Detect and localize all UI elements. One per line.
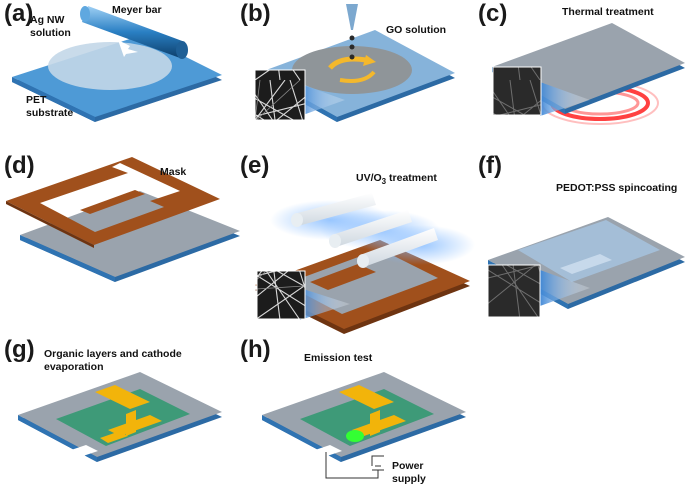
power-supply-circuit — [325, 452, 384, 479]
mask-frame — [6, 157, 220, 248]
rotation-arrow — [328, 56, 367, 70]
pet-substrate-label: PET substrate — [26, 94, 74, 120]
panel-label-d: (d) — [4, 152, 35, 179]
go-solution-label: GO solution — [386, 24, 447, 36]
panel-f-illustration — [487, 217, 685, 318]
panel-label-c: (c) — [478, 0, 508, 27]
sem-inset-f — [487, 264, 541, 318]
meyer-bar-label: Meyer bar — [112, 4, 162, 16]
panel-e-illustration — [255, 193, 475, 334]
ag-nw-solution-puddle — [48, 42, 172, 90]
panel-label-e: (e) — [240, 152, 270, 179]
panel-label-h: (h) — [240, 336, 271, 363]
panel-c-illustration — [492, 23, 685, 125]
pedot-pss-layer — [518, 220, 660, 282]
cathode-strip-1 — [95, 385, 150, 409]
meyer-bar-rod — [80, 6, 188, 59]
anode-contact-h — [312, 445, 342, 457]
panel-b-illustration — [254, 4, 455, 122]
emission-spot — [346, 430, 364, 442]
direction-arrow-a — [118, 40, 138, 57]
mask-label: Mask — [160, 166, 187, 178]
thermal-treatment-label: Thermal treatment — [562, 6, 654, 18]
organic-layers — [56, 389, 190, 446]
panel-label-f: (f) — [478, 152, 502, 179]
anode-contact-g — [68, 445, 98, 457]
panel-d-illustration — [6, 157, 240, 282]
panel-label-b: (b) — [240, 0, 271, 27]
sem-inset-b — [254, 69, 306, 121]
uv-lamps — [291, 193, 438, 268]
uv-ozone-treatment-label: UV/O3 treatment — [356, 172, 437, 187]
panel-label-g: (g) — [4, 336, 35, 363]
panel-h-illustration — [262, 372, 466, 479]
panel-g-illustration — [18, 372, 222, 462]
power-supply-label: Power supply — [392, 460, 426, 486]
panel-label-a: (a) — [4, 0, 34, 27]
spin-coated-disk — [292, 46, 412, 94]
pipette — [346, 4, 358, 30]
organic-layers-label: Organic layers and cathode evaporation — [44, 348, 182, 374]
ag-nw-solution-label: Ag NW solution — [30, 14, 71, 40]
pedot-pss-label: PEDOT:PSS spincoating — [556, 182, 678, 194]
emission-test-label: Emission test — [304, 352, 373, 364]
sem-inset-e — [256, 270, 306, 320]
sem-inset-c — [492, 66, 542, 116]
panel-a-illustration — [12, 6, 222, 122]
